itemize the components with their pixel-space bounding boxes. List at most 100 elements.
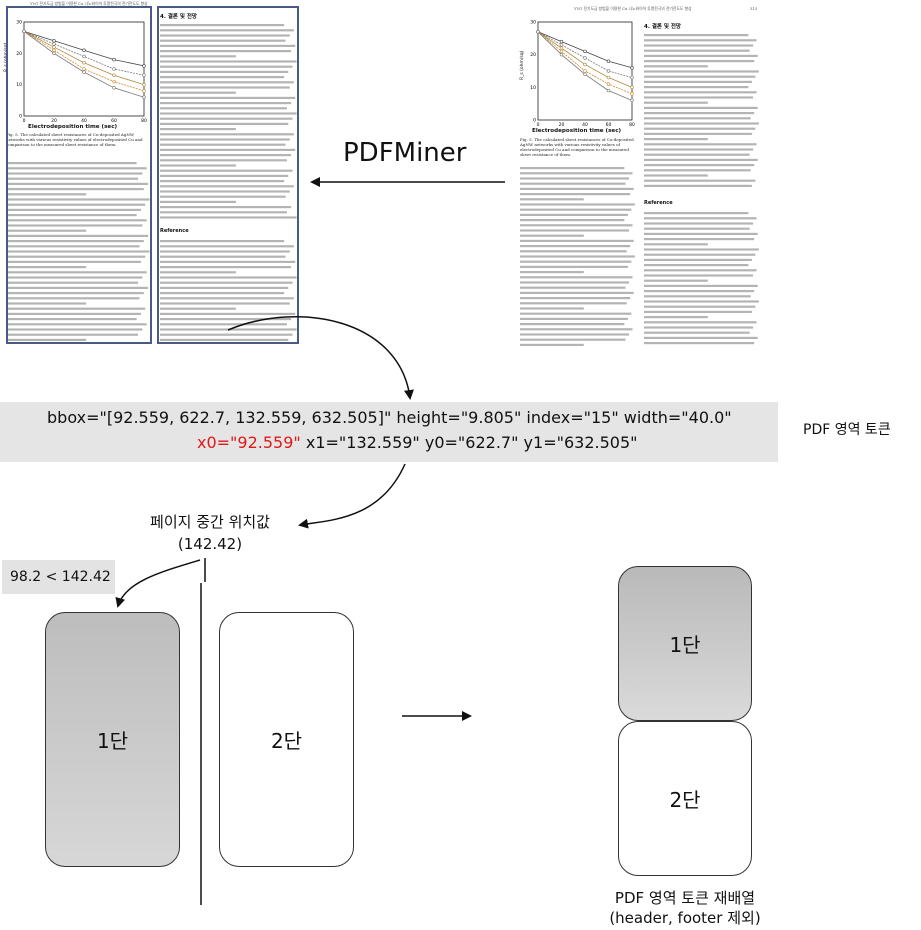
series-point (559, 46, 564, 50)
text-line (520, 198, 584, 201)
page-number: 315 (750, 6, 758, 11)
text-line (520, 271, 584, 274)
text-line-texture (520, 167, 635, 346)
x-tick-label: 40 (81, 118, 87, 124)
text-line (520, 302, 627, 305)
text-line (520, 167, 625, 170)
text-line (7, 338, 87, 341)
text-line (7, 328, 143, 331)
text-line (644, 274, 754, 277)
text-line (7, 318, 137, 321)
text-line (160, 185, 294, 188)
text-line (160, 333, 293, 336)
text-line (644, 158, 758, 161)
text-line (160, 190, 290, 193)
text-line (644, 232, 758, 235)
text-line (7, 276, 143, 279)
text-line (160, 60, 297, 63)
text-line (7, 286, 149, 289)
text-line (160, 338, 289, 341)
y-tick-label: 30 (530, 20, 536, 26)
series-point (630, 66, 634, 70)
text-line (160, 245, 294, 248)
bbox-line-1: bbox="[92.559, 622.7, 132.559, 632.505]"… (47, 408, 732, 427)
text-line (160, 169, 293, 172)
text-line (520, 250, 627, 253)
comparison-box: 98.2 < 142.42 (2, 560, 115, 594)
text-line (160, 302, 290, 305)
series-point (630, 85, 634, 90)
series-point (583, 69, 587, 73)
y-tick-label: 10 (530, 85, 536, 91)
text-line (7, 255, 146, 258)
text-line (7, 188, 144, 191)
text-line (160, 96, 296, 99)
reordered-column-2-block: 2단 (618, 721, 752, 876)
text-line (644, 65, 708, 68)
text-line (644, 316, 708, 319)
text-line (644, 227, 750, 230)
text-line (520, 276, 633, 279)
text-line (160, 44, 296, 47)
series-point (606, 75, 611, 80)
text-line (644, 75, 756, 78)
series-point (112, 79, 116, 84)
series-point (536, 30, 540, 34)
text-line (7, 208, 141, 211)
bbox-line-2: x0="92.559" x1="132.559" y0="622.7" y1="… (197, 433, 637, 452)
text-line (160, 39, 286, 42)
series-point (606, 88, 611, 93)
text-line (644, 310, 752, 313)
x-tick-label: 0 (537, 122, 540, 128)
series-point (52, 42, 56, 46)
text-line (520, 187, 634, 190)
text-line (520, 224, 633, 227)
text-line (520, 265, 628, 268)
text-line (7, 323, 147, 326)
series-point (630, 98, 634, 103)
column-2-bbox (157, 6, 299, 344)
text-line (520, 260, 632, 263)
figure-xlabel-left: Electrodeposition time (sec) (28, 124, 118, 130)
text-line (160, 180, 285, 183)
text-line (644, 86, 749, 89)
series-point (112, 67, 116, 71)
text-line (7, 307, 146, 310)
text-line (160, 250, 290, 253)
plot-frame (23, 21, 145, 117)
extract-arrow (227, 315, 414, 400)
text-line (520, 213, 628, 216)
text-line (160, 216, 297, 219)
text-line (520, 219, 625, 222)
text-line (520, 312, 632, 315)
body-text-right-col-1 (520, 165, 636, 350)
page-midpoint-value: (142.42) (177, 535, 243, 553)
text-line (160, 65, 293, 68)
text-line (520, 338, 626, 341)
figure-caption-right: Fig. 5. The calculated sheet resistances… (520, 137, 634, 157)
text-line (520, 177, 630, 180)
text-line (7, 219, 147, 222)
page-midpoint-label: 페이지 중간 위치값 (142.42) (120, 511, 300, 555)
column-1-arrow (115, 559, 201, 608)
reference-list-right (644, 210, 760, 350)
text-line (160, 286, 289, 289)
series-point (112, 86, 116, 90)
series-point (630, 92, 634, 96)
text-line (644, 336, 758, 339)
series-point (583, 56, 587, 60)
series-point (606, 59, 611, 63)
series-point (22, 29, 26, 34)
text-line (160, 255, 286, 258)
text-line (644, 248, 759, 251)
text-line (160, 292, 285, 295)
text-line (7, 234, 149, 237)
x-tick-label: 80 (629, 122, 635, 128)
series-point (112, 57, 116, 62)
series-point (52, 48, 56, 52)
text-line (7, 229, 87, 232)
text-line-texture (644, 34, 759, 187)
text-line (7, 271, 147, 274)
text-line (7, 333, 139, 336)
text-line (160, 260, 296, 263)
